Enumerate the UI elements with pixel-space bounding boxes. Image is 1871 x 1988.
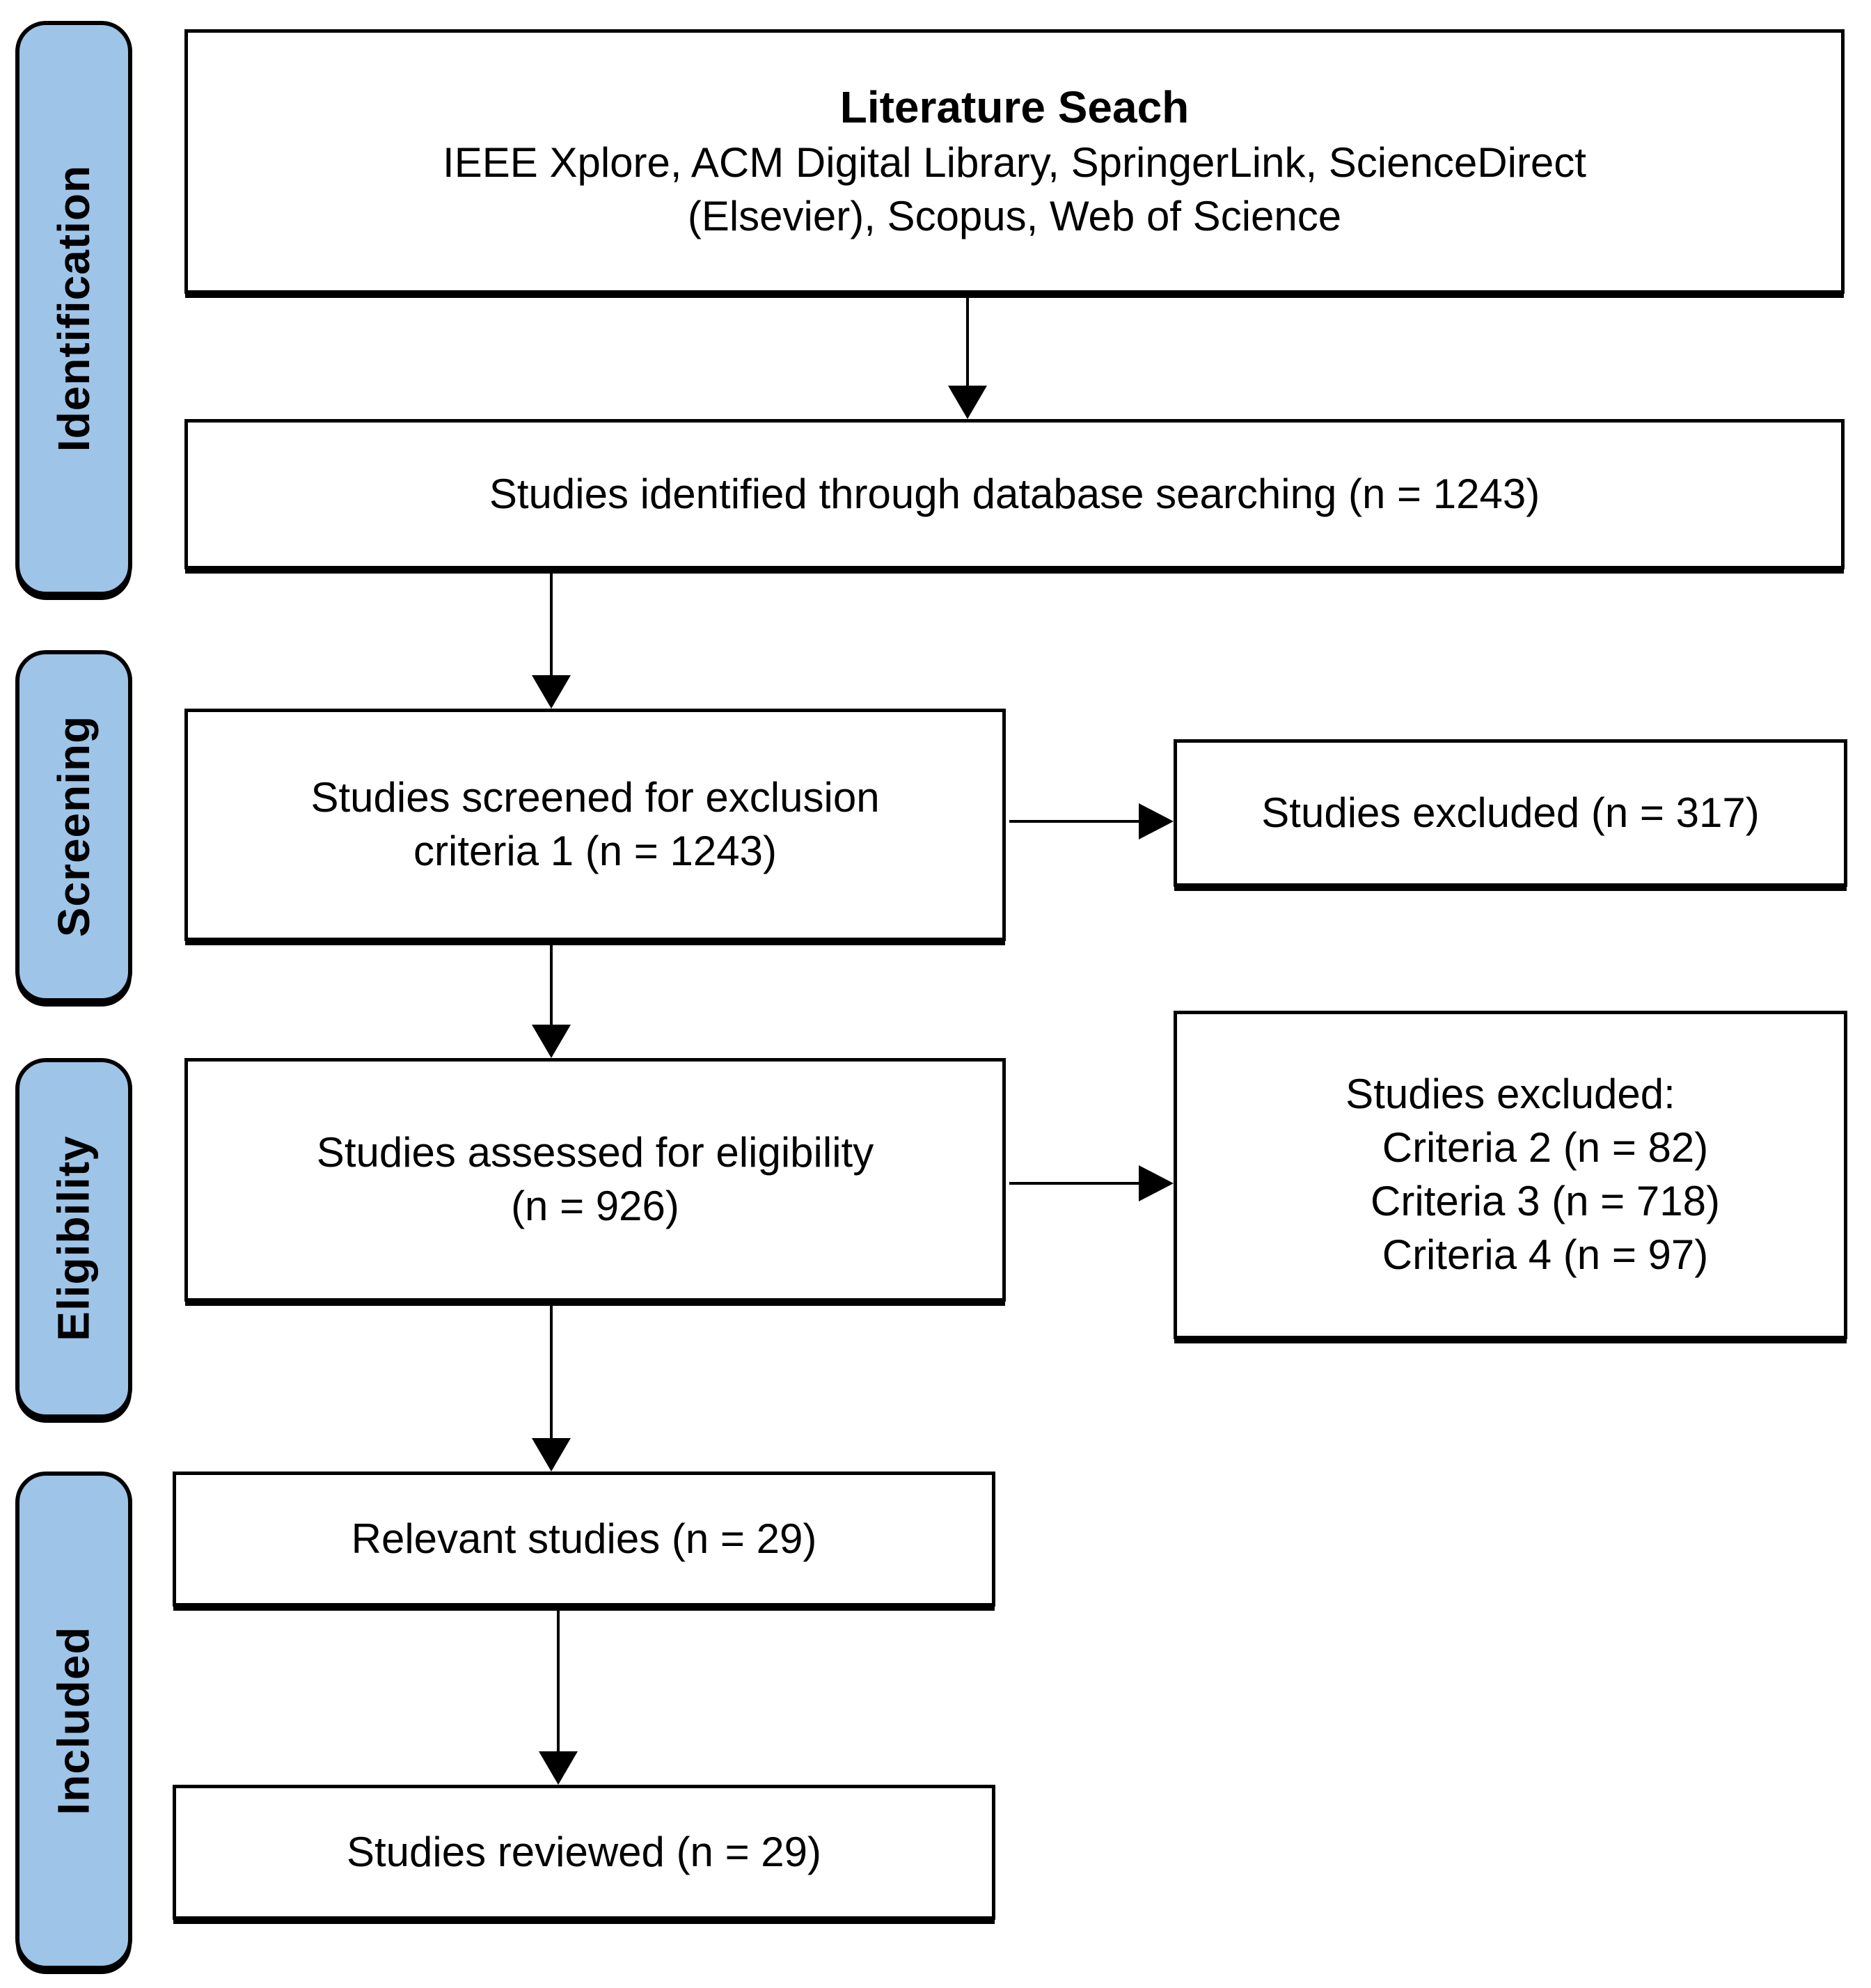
literature-search-sources-line1: IEEE Xplore, ACM Digital Library, Spring…: [443, 139, 1586, 187]
stage-eligibility: Eligibility: [15, 1058, 132, 1419]
arrow-head: [539, 1751, 578, 1785]
arrow-head: [1139, 803, 1174, 839]
arrow-head: [532, 1438, 571, 1472]
arrow-stem: [557, 1607, 560, 1754]
down-arrow-icon: [532, 569, 571, 709]
literature-search-title: Literature Seach: [839, 82, 1190, 133]
studies-reviewed-label: Studies reviewed (n = 29): [346, 1828, 822, 1875]
arrow-head: [532, 1025, 571, 1058]
arrow-stem: [1009, 1182, 1142, 1185]
studies-excluded-screening-label: Studies excluded (n = 317): [1261, 789, 1760, 836]
studies-identified-box: Studies identified through database sear…: [184, 419, 1845, 569]
stage-screening: Screening: [15, 650, 132, 1002]
stage-identification: Identification: [15, 21, 132, 596]
studies-screened-box: Studies screened for exclusion criteria …: [184, 709, 1006, 941]
down-arrow-icon: [539, 1607, 578, 1785]
studies-assessed-box: Studies assessed for eligibility (n = 92…: [184, 1058, 1006, 1302]
stage-eligibility-label: Eligibility: [49, 1135, 99, 1341]
excluded-criteria-list: Criteria 2 (n = 82) Criteria 3 (n = 718)…: [1371, 1121, 1720, 1281]
studies-screened-line2: criteria 1 (n = 1243): [413, 828, 777, 874]
literature-search-box: Literature Seach IEEE Xplore, ACM Digita…: [184, 29, 1845, 294]
relevant-studies-box: Relevant studies (n = 29): [173, 1472, 995, 1607]
arrow-head: [948, 386, 987, 419]
down-arrow-icon: [948, 294, 987, 419]
studies-assessed-line1: Studies assessed for eligibility: [316, 1129, 874, 1176]
right-arrow-icon: [1009, 803, 1174, 839]
arrow-stem: [966, 294, 969, 388]
relevant-studies-label: Relevant studies (n = 29): [351, 1515, 817, 1562]
down-arrow-icon: [532, 941, 571, 1058]
arrow-stem: [550, 569, 553, 678]
studies-identified-label: Studies identified through database sear…: [489, 470, 1540, 517]
arrow-stem: [550, 1302, 553, 1441]
down-arrow-icon: [532, 1302, 571, 1472]
arrow-stem: [550, 941, 553, 1027]
excluded-criteria-2: Criteria 2 (n = 82): [1382, 1124, 1709, 1172]
stage-included-label: Included: [49, 1626, 99, 1815]
excluded-criteria-4: Criteria 4 (n = 97): [1382, 1231, 1709, 1278]
studies-screened-line1: Studies screened for exclusion: [310, 774, 880, 821]
arrow-head: [1139, 1165, 1174, 1201]
stage-included: Included: [15, 1472, 132, 1970]
studies-reviewed-box: Studies reviewed (n = 29): [173, 1785, 995, 1920]
stage-identification-label: Identification: [49, 164, 99, 452]
studies-excluded-eligibility-box: Studies excluded: Criteria 2 (n = 82) Cr…: [1174, 1011, 1847, 1339]
arrow-head: [532, 675, 571, 709]
right-arrow-icon: [1009, 1165, 1174, 1201]
studies-excluded-eligibility-title: Studies excluded:: [1345, 1071, 1675, 1118]
studies-assessed-line2: (n = 926): [511, 1183, 679, 1229]
studies-excluded-screening-box: Studies excluded (n = 317): [1174, 739, 1847, 887]
excluded-criteria-3: Criteria 3 (n = 718): [1371, 1178, 1720, 1224]
literature-search-sources-line2: (Elsevier), Scopus, Web of Science: [687, 192, 1342, 239]
arrow-stem: [1009, 820, 1142, 823]
stage-screening-label: Screening: [49, 715, 99, 938]
